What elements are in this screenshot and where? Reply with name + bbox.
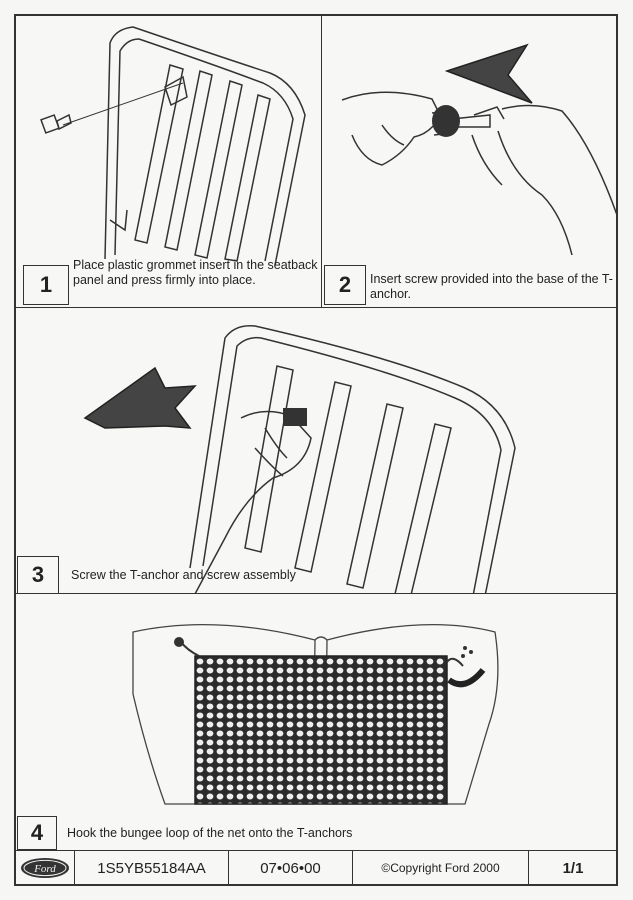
- step-3-caption: Screw the T-anchor and screw assembly: [71, 568, 296, 582]
- step-3-number: 3: [17, 556, 59, 593]
- direction-arrow-icon: [83, 366, 197, 429]
- step-4-number: 4: [17, 816, 57, 850]
- cargo-net: [194, 655, 448, 805]
- seatback-grommet-illustration: [40, 26, 306, 266]
- step-2-panel: 2 Insert screw provided into the base of…: [321, 14, 618, 308]
- cargo-net-illustration: [132, 624, 499, 805]
- t-anchor-assembly-illustration: [83, 325, 516, 593]
- ford-logo: Ford: [15, 851, 75, 885]
- direction-arrow-icon: [444, 43, 533, 104]
- step-4-caption: Hook the bungee loop of the net onto the…: [67, 826, 353, 840]
- step-2-caption: Insert screw provided into the base of t…: [370, 272, 613, 301]
- page-number: 1/1: [562, 859, 584, 877]
- step-4-panel: 4 Hook the bungee loop of the net onto t…: [14, 593, 618, 851]
- part-number: 1S5YB55184AA: [75, 851, 229, 885]
- step-1-number: 1: [23, 265, 69, 305]
- screw-t-anchor-illustration: [341, 43, 617, 256]
- step-3-panel: 3 Screw the T-anchor and screw assembly: [14, 307, 618, 594]
- t-anchor-left: [174, 637, 184, 647]
- copyright-text: ©Copyright Ford 2000: [353, 851, 529, 885]
- footer-bar: Ford 1S5YB55184AA 07•06•00 ©Copyright Fo…: [14, 850, 618, 886]
- step-2-number: 2: [324, 265, 366, 305]
- step-1-caption: Place plastic grommet insert in the seat…: [73, 258, 318, 287]
- outer-frame: [14, 14, 618, 886]
- step-1-panel: 1 Place plastic grommet insert in the se…: [14, 14, 322, 308]
- issue-date: 07•06•00: [229, 851, 353, 885]
- ford-logo-text: Ford: [33, 863, 56, 875]
- ford-oval-icon: Ford: [20, 858, 69, 878]
